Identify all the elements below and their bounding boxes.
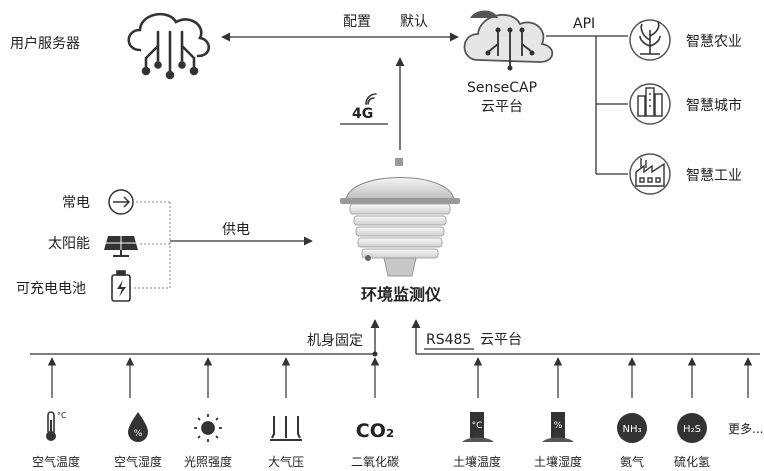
rs485-label: RS485 bbox=[426, 332, 471, 348]
h2s-glyph: H₂S bbox=[683, 424, 701, 435]
cloud-label: 云平台 bbox=[480, 332, 522, 348]
supply-label: 供电 bbox=[222, 222, 250, 238]
signal-icon bbox=[365, 93, 377, 105]
bus-junction bbox=[372, 351, 378, 357]
co2-icon: CO₂ bbox=[356, 420, 394, 442]
soil-humidity-unit: % bbox=[554, 421, 563, 431]
h2s-icon: H₂S bbox=[677, 413, 707, 443]
sensor-label: 硫化氢 bbox=[674, 454, 710, 469]
weather-station-image bbox=[340, 158, 460, 277]
nh3-glyph: NH₃ bbox=[622, 424, 641, 435]
sensor-label: 光照强度 bbox=[184, 454, 232, 469]
sun-icon bbox=[194, 414, 222, 442]
soil-temp-icon: °C bbox=[462, 412, 494, 442]
api-label: API bbox=[573, 16, 595, 32]
thermometer-icon: °C bbox=[46, 411, 67, 441]
sensecap-cloud-icon bbox=[463, 10, 554, 71]
power-source-label: 常电 bbox=[62, 195, 90, 211]
network-label: 4G bbox=[352, 106, 373, 122]
app-label: 智慧城市 bbox=[686, 97, 742, 114]
sensor-label: 氨气 bbox=[620, 454, 644, 469]
thermometer-unit: °C bbox=[57, 411, 67, 420]
solar-panel-icon bbox=[104, 236, 138, 257]
default-label: 默认 bbox=[400, 14, 428, 30]
sensor-label: 大气压 bbox=[268, 454, 304, 469]
sensor-label: 土壤湿度 bbox=[534, 454, 582, 469]
app-circle bbox=[629, 83, 671, 125]
app-label: 智慧农业 bbox=[686, 34, 742, 50]
city-icon bbox=[637, 87, 663, 117]
cloud-server-icon bbox=[127, 12, 211, 80]
factory-icon bbox=[635, 158, 665, 187]
power-bracket bbox=[134, 201, 171, 289]
api-tree-lines bbox=[546, 35, 628, 175]
sensor-label: 二氧化碳 bbox=[351, 455, 399, 469]
battery-icon bbox=[111, 270, 131, 302]
humidity-drop-icon: % bbox=[128, 412, 148, 442]
soil-temp-unit: °C bbox=[472, 421, 483, 431]
nh3-icon: NH₃ bbox=[617, 413, 647, 443]
pressure-icon bbox=[270, 416, 302, 441]
device-name: 环境监测仪 bbox=[361, 285, 442, 304]
arrow-circle-icon bbox=[108, 189, 134, 215]
app-agriculture: 智慧农业 bbox=[629, 19, 742, 61]
app-industry: 智慧工业 bbox=[629, 153, 742, 195]
app-city: 智慧城市 bbox=[629, 83, 742, 125]
user-server-label: 用户服务器 bbox=[10, 35, 80, 52]
sensor-label: 空气温度 bbox=[32, 454, 80, 469]
config-label: 配置 bbox=[343, 14, 371, 30]
sensor-arrows bbox=[47, 357, 753, 398]
humidity-unit: % bbox=[134, 429, 143, 439]
soil-humidity-icon: % bbox=[542, 412, 574, 442]
sensor-label: 空气湿度 bbox=[114, 454, 162, 469]
power-source-label: 可充电电池 bbox=[16, 281, 86, 297]
power-source-label: 太阳能 bbox=[48, 236, 90, 252]
plant-icon bbox=[639, 21, 661, 55]
mount-label: 机身固定 bbox=[307, 333, 363, 349]
platform-name: SenseCAP bbox=[467, 80, 537, 96]
app-circle bbox=[629, 19, 671, 61]
app-label: 智慧工业 bbox=[686, 168, 742, 184]
sensor-label: 土壤温度 bbox=[453, 454, 501, 469]
app-circle bbox=[629, 153, 671, 195]
more-label: 更多... bbox=[728, 422, 763, 436]
platform-sub: 云平台 bbox=[481, 99, 523, 115]
